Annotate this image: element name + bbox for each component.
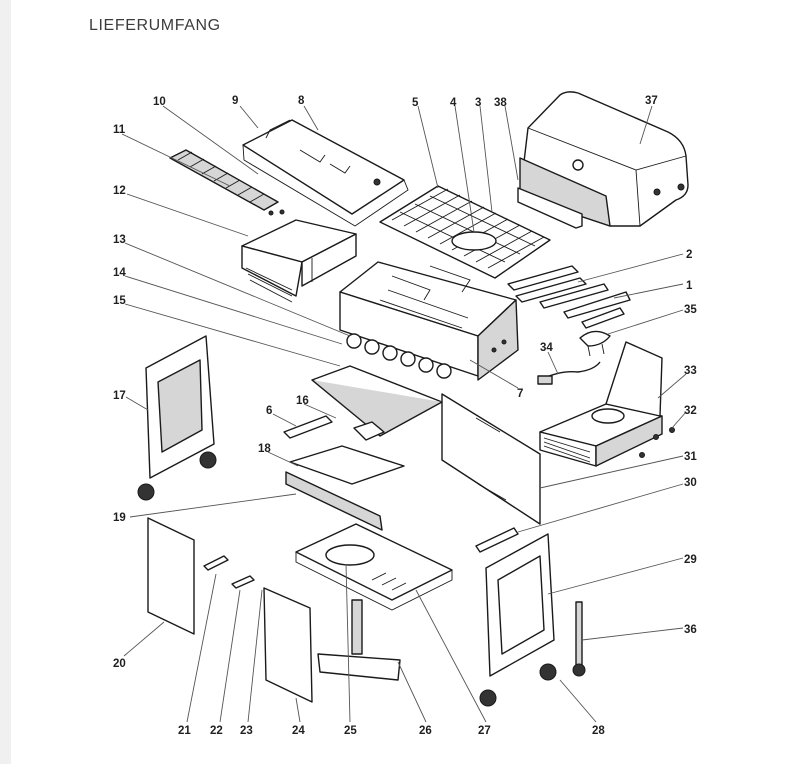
page-left-rule (0, 0, 11, 764)
part-label-37: 37 (645, 95, 658, 107)
part-drawing-side-shelf (241, 219, 357, 303)
part-label-30: 30 (684, 477, 697, 489)
part-drawing-base-bracket (317, 599, 401, 681)
part-label-20: 20 (113, 658, 126, 670)
part-drawing-side-burner (539, 341, 663, 467)
part-label-28: 28 (592, 725, 605, 737)
part-drawing-heat-strip (169, 149, 285, 216)
part-label-12: 12 (113, 185, 126, 197)
part-label-33: 33 (684, 365, 697, 377)
part-label-24: 24 (292, 725, 305, 737)
part-drawing-flavorizer-bars (507, 265, 631, 329)
page-title: LIEFERUMFANG (89, 17, 221, 34)
part-drawing-base-plate (295, 523, 453, 611)
part-drawing-lid (517, 91, 689, 229)
part-label-32: 32 (684, 405, 697, 417)
part-label-16: 16 (296, 395, 309, 407)
part-label-22: 22 (210, 725, 223, 737)
part-label-4: 4 (450, 97, 457, 109)
part-label-34: 34 (540, 342, 553, 354)
part-drawing-bottom-shelf (285, 445, 405, 531)
part-label-31: 31 (684, 451, 697, 463)
part-drawing-gas-hose (537, 361, 601, 385)
part-label-18: 18 (258, 443, 271, 455)
part-label-10: 10 (153, 96, 166, 108)
part-label-19: 19 (113, 512, 126, 524)
part-label-13: 13 (113, 234, 126, 246)
part-drawing-back-panel (441, 393, 541, 525)
part-drawing-left-door (147, 517, 195, 635)
part-drawing-side-burner-cap (579, 330, 611, 357)
part-drawing-bracket (283, 415, 333, 439)
part-drawing-warming-rack (242, 119, 409, 227)
part-drawing-grease-tray (311, 365, 443, 441)
part-drawing-firebox (339, 261, 519, 381)
part-drawing-right-door (263, 587, 313, 703)
part-label-35: 35 (684, 304, 697, 316)
part-label-3: 3 (475, 97, 481, 109)
part-label-29: 29 (684, 554, 697, 566)
part-drawing-left-cart-frame (137, 335, 217, 501)
part-drawing-right-cart-frame (479, 533, 557, 707)
part-label-7: 7 (517, 388, 523, 400)
part-label-23: 23 (240, 725, 253, 737)
part-drawing-regulator (572, 601, 586, 677)
part-label-5: 5 (412, 97, 419, 109)
part-label-27: 27 (478, 725, 491, 737)
part-drawing-screws (639, 427, 675, 458)
part-label-17: 17 (113, 390, 126, 402)
leader-lines (121, 105, 687, 723)
part-label-11: 11 (113, 124, 126, 136)
part-drawing-cooking-grates (379, 185, 551, 279)
part-label-14: 14 (113, 267, 126, 279)
part-label-2: 2 (686, 249, 692, 261)
part-label-8: 8 (298, 95, 305, 107)
part-label-9: 9 (232, 95, 238, 107)
part-label-15: 15 (113, 295, 126, 307)
part-label-38: 38 (494, 97, 507, 109)
part-drawing-hinges (203, 555, 255, 589)
part-label-36: 36 (684, 624, 697, 636)
part-number-labels: 1 2 3 4 5 6 7 8 9 10 11 12 13 14 15 16 1… (113, 95, 697, 737)
part-label-6: 6 (266, 405, 272, 417)
part-label-26: 26 (419, 725, 432, 737)
part-drawing-cross-bar (475, 527, 519, 553)
part-label-21: 21 (178, 725, 191, 737)
part-label-1: 1 (686, 280, 693, 292)
part-label-25: 25 (344, 725, 357, 737)
